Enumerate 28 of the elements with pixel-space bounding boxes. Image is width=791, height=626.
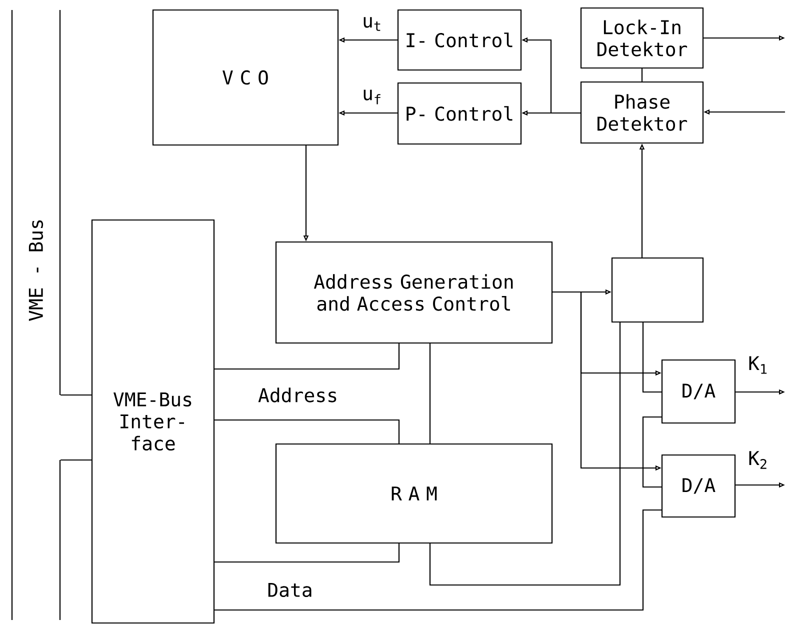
block-box: V C O (152, 9, 339, 146)
connector (214, 544, 400, 563)
empty-box (611, 257, 704, 323)
block-box: I- Control (397, 9, 522, 71)
bus-label: Data (268, 582, 312, 598)
connector (214, 509, 662, 611)
channel-label: K$_{1}$ (749, 356, 767, 374)
block-box: R A M (275, 443, 553, 544)
bus-label: VME - Bus (28, 220, 44, 321)
block-box: VME-Bus Inter- face (91, 219, 215, 624)
edge-label: u$_{t}$ (361, 16, 383, 32)
block-box: Phase Detektor (580, 81, 704, 144)
edge-label: u$_{f}$ (361, 88, 383, 106)
block-box: D/A (661, 359, 736, 424)
block-box: Address Generation and Access Control (275, 241, 553, 344)
connector (429, 322, 621, 586)
block-box: D/A (661, 454, 736, 518)
connector (214, 344, 400, 370)
connector (641, 68, 643, 82)
bus-label: Address (258, 388, 336, 402)
block-box: Lock-In Detektor (580, 7, 704, 69)
block-box: P- Control (397, 82, 522, 145)
connector (429, 344, 431, 444)
channel-label: K$_{2}$ (749, 451, 766, 469)
connector (60, 394, 92, 461)
connector (642, 416, 662, 488)
connector (642, 322, 662, 393)
connector (214, 419, 400, 444)
